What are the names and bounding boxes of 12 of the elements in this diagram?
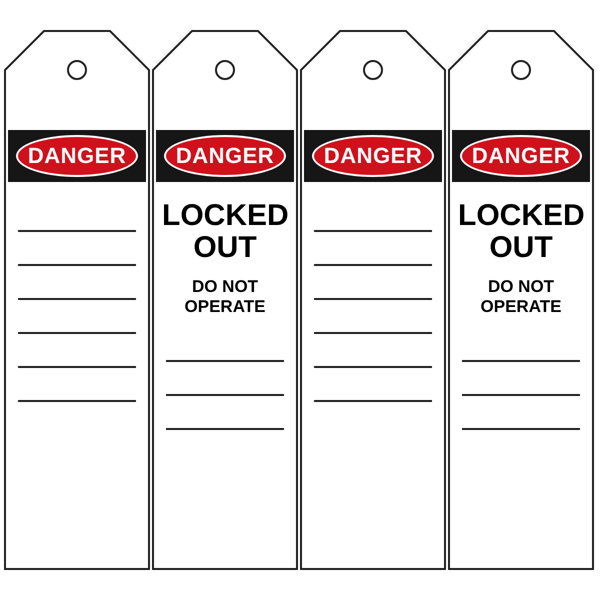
danger-tag bbox=[448, 30, 594, 570]
danger-label: DANGER bbox=[312, 135, 434, 177]
danger-tag bbox=[300, 30, 446, 570]
danger-label: DANGER bbox=[164, 135, 286, 177]
danger-label: DANGER bbox=[16, 135, 138, 177]
tag-heading: LOCKED OUT bbox=[458, 200, 584, 263]
tag-heading: LOCKED OUT bbox=[162, 200, 288, 263]
tag-subheading: DO NOT OPERATE bbox=[184, 277, 266, 316]
tag-subheading: DO NOT OPERATE bbox=[480, 277, 562, 316]
danger-label: DANGER bbox=[460, 135, 582, 177]
danger-tag bbox=[152, 30, 298, 570]
danger-tag bbox=[4, 30, 150, 570]
